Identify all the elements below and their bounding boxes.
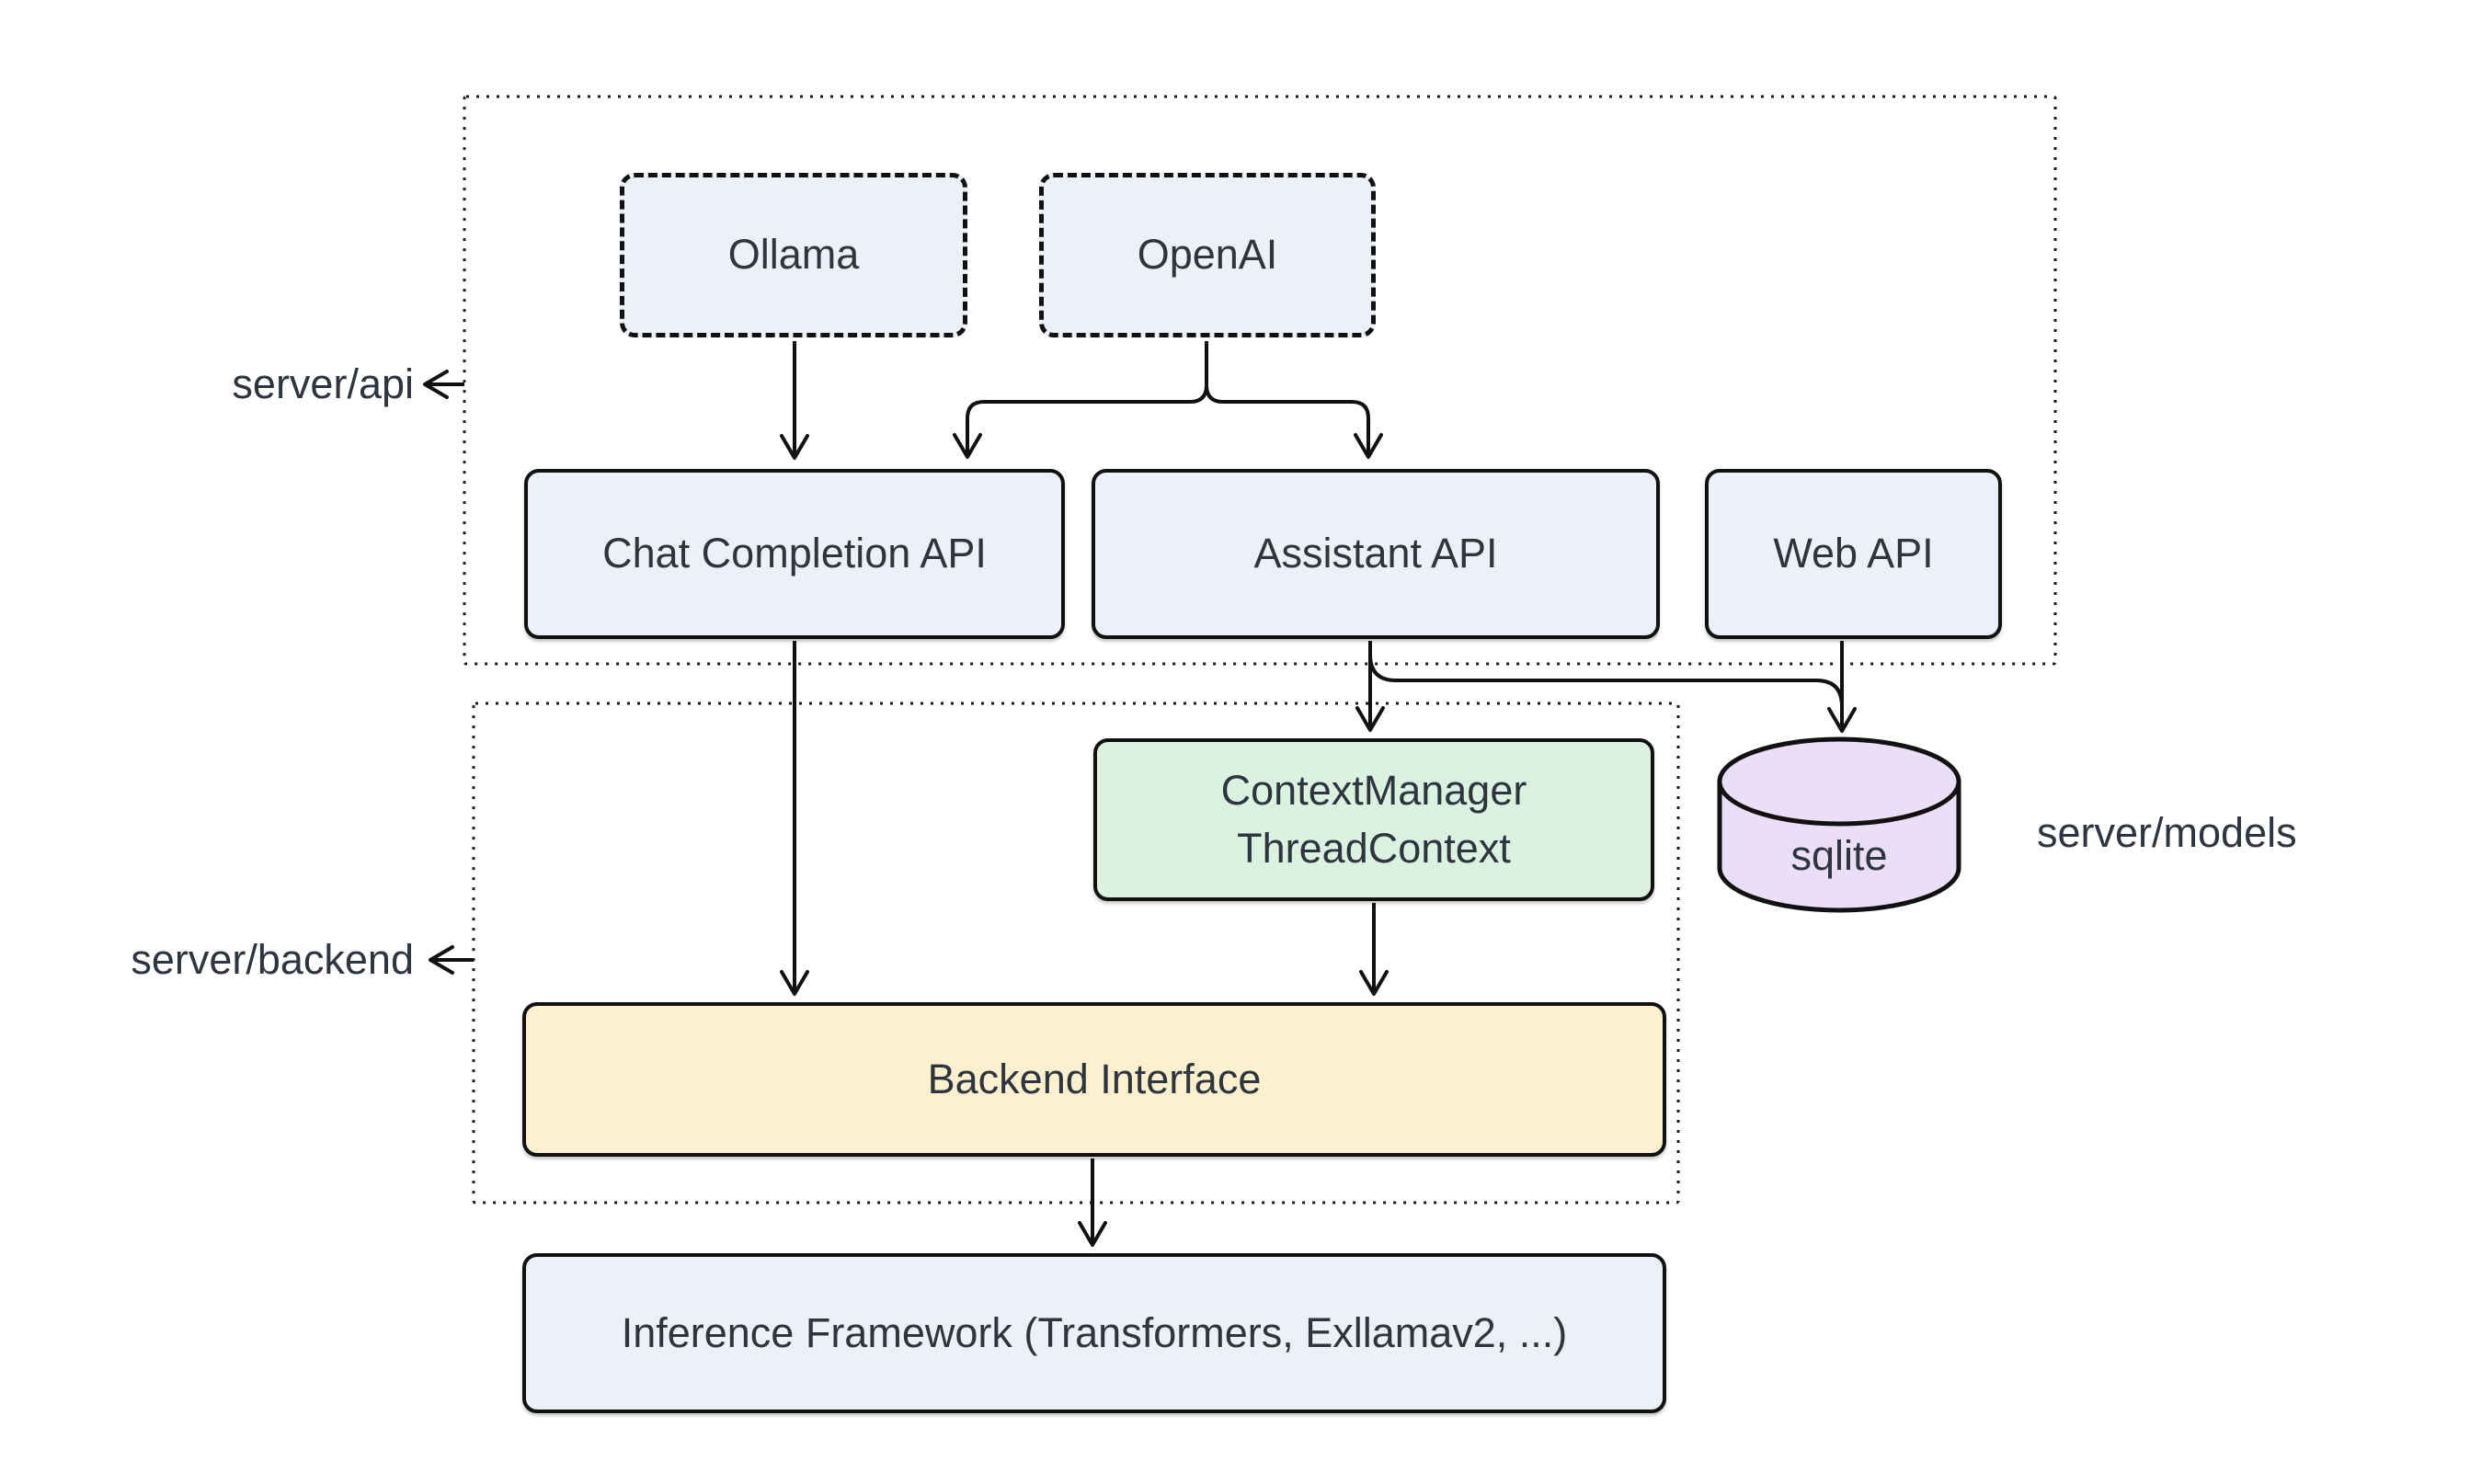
node-assistant-api-label: Assistant API <box>1253 530 1498 577</box>
label-server-models: server/models <box>2037 809 2297 856</box>
node-sqlite-label: sqlite <box>1790 832 1888 879</box>
node-web-api[interactable]: Web API <box>1705 469 2002 639</box>
node-inference-framework[interactable]: Inference Framework (Transformers, Exlla… <box>522 1253 1666 1413</box>
node-inference-framework-label: Inference Framework (Transformers, Exlla… <box>621 1308 1568 1356</box>
sqlite-cylinder[interactable] <box>1717 736 1961 913</box>
node-backend-interface[interactable]: Backend Interface <box>522 1002 1666 1157</box>
node-backend-interface-label: Backend Interface <box>927 1055 1262 1102</box>
node-ollama-label: Ollama <box>727 231 860 279</box>
node-openai-label: OpenAI <box>1137 231 1278 279</box>
node-context-manager-label: ContextManager ThreadContext <box>1220 767 1527 872</box>
node-chat-completion-api[interactable]: Chat Completion API <box>524 469 1065 639</box>
node-assistant-api[interactable]: Assistant API <box>1092 469 1660 639</box>
label-server-backend: server/backend <box>131 936 414 983</box>
server-api-container <box>463 95 2057 666</box>
node-context-manager[interactable]: ContextManager ThreadContext <box>1093 738 1654 901</box>
node-ollama[interactable]: Ollama <box>620 173 967 337</box>
node-chat-completion-api-label: Chat Completion API <box>602 530 987 577</box>
label-server-api: server/api <box>232 360 414 407</box>
node-openai[interactable]: OpenAI <box>1039 173 1376 337</box>
node-web-api-label: Web API <box>1773 530 1934 577</box>
